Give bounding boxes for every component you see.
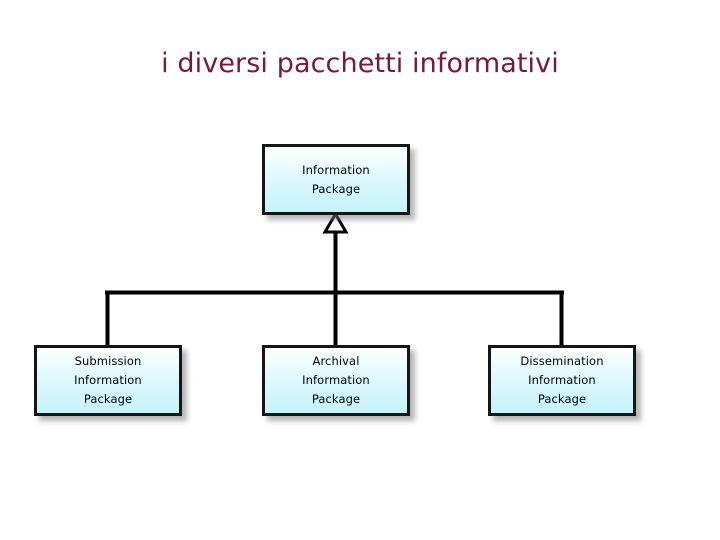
class-box-information-package[interactable]: Information Package — [262, 144, 410, 215]
class-box-dissemination-information-package[interactable]: Dissemination Information Package — [488, 345, 636, 416]
class-box-submission-information-package[interactable]: Submission Information Package — [34, 345, 182, 416]
page-title: i diversi pacchetti informativi — [161, 48, 559, 79]
generalization-triangle-icon — [322, 211, 349, 234]
class-box-label: Information Package — [302, 162, 370, 196]
class-box-label: Submission Information Package — [74, 354, 142, 406]
class-box-label: Dissemination Information Package — [520, 354, 604, 406]
class-box-archival-information-package[interactable]: Archival Information Package — [262, 345, 410, 416]
class-box-label: Archival Information Package — [302, 354, 370, 406]
